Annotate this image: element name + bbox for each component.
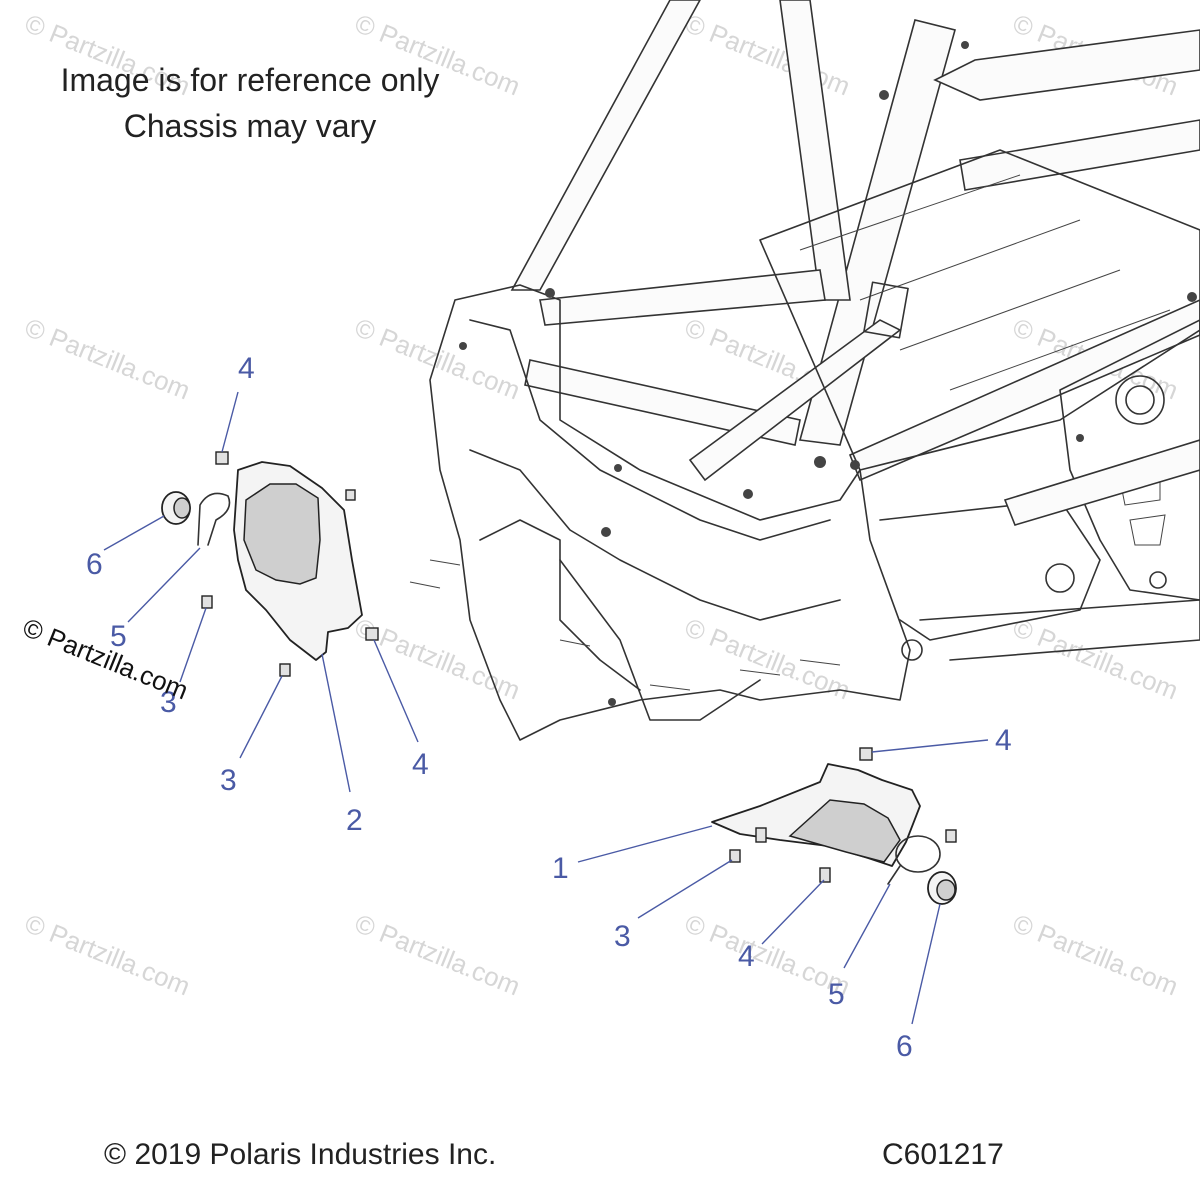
fastener-pin (755, 827, 767, 843)
callout-3: 3 (220, 764, 237, 797)
callout-6: 6 (86, 548, 103, 581)
frame-bolts (459, 41, 1197, 706)
leader-line (239, 675, 283, 759)
chassis-frame (409, 0, 1200, 741)
part-5-clip (197, 492, 231, 546)
mount-boss (901, 639, 923, 661)
fastener-4 (819, 867, 831, 883)
front-frame-edge (479, 519, 641, 691)
callout-3: 3 (160, 686, 177, 719)
leader-line (179, 607, 207, 683)
callout-5: 5 (828, 978, 845, 1011)
frame-tube (848, 299, 1200, 482)
fastener-4 (365, 627, 379, 641)
front-frame-edge (469, 319, 831, 541)
front-frame-edge (469, 449, 841, 621)
callout-4: 4 (412, 748, 429, 781)
mount-boss (1045, 563, 1075, 593)
callout-2: 2 (346, 804, 363, 837)
leader-line (637, 859, 733, 919)
callout-4: 4 (238, 352, 255, 385)
diagram-code: C601217 (882, 1138, 1004, 1171)
floor-panel-detail (799, 174, 1171, 391)
frame-tube (933, 29, 1200, 101)
frame-tube (1003, 439, 1200, 526)
right-part-group: 4 1 3 4 5 6 (552, 724, 1012, 1063)
frame-tube (779, 0, 851, 301)
reference-note: Image is for reference only (60, 62, 440, 98)
fastener-3 (279, 663, 291, 677)
part-6-plug-face (936, 879, 956, 901)
fastener-3 (201, 595, 213, 609)
fastener-pin (345, 489, 356, 501)
part-2-panel-opening (243, 483, 321, 585)
leader-line (577, 825, 713, 863)
leader-line (761, 879, 825, 945)
front-frame-edge (559, 559, 761, 721)
lower-rail (879, 499, 1101, 641)
part-6-plug-face (173, 497, 191, 519)
left-part-group: 4 6 5 3 3 2 4 (86, 352, 429, 837)
leader-line (843, 883, 891, 969)
callout-6: 6 (896, 1030, 913, 1063)
chassis-note: Chassis may vary (123, 108, 377, 144)
fastener-4 (215, 451, 229, 465)
frame-tube (510, 0, 701, 291)
mount-boss (1149, 571, 1167, 589)
leader-line (103, 515, 165, 551)
frame-bracket (863, 281, 909, 339)
pivot-hole (1115, 375, 1165, 425)
callout-5: 5 (110, 620, 127, 653)
fastener-3 (729, 849, 741, 863)
leader-line (221, 391, 239, 453)
leader-line (871, 739, 989, 753)
pivot-hole (1125, 385, 1155, 415)
lower-rail (919, 599, 1200, 661)
leader-line (321, 653, 351, 793)
frame-tube (798, 19, 956, 446)
fastener-pin (945, 829, 957, 843)
copyright-text: © 2019 Polaris Industries Inc. (104, 1138, 497, 1171)
callout-3: 3 (614, 920, 631, 953)
callout-4: 4 (738, 940, 755, 973)
part-1-cover-shading (788, 799, 901, 863)
frame-tube (959, 119, 1200, 191)
front-frame (429, 284, 911, 741)
leader-line (127, 547, 201, 623)
leader-line (911, 903, 941, 1025)
frame-studs (409, 559, 841, 691)
frame-tube (539, 269, 826, 326)
leader-line (373, 639, 419, 743)
frame-tube (524, 359, 801, 446)
callout-4: 4 (995, 724, 1012, 757)
part-5-clip-stem (887, 865, 901, 885)
part-5-clip (895, 835, 941, 873)
fastener-4 (859, 747, 873, 761)
callout-1: 1 (552, 852, 569, 885)
side-gusset (1059, 319, 1200, 601)
